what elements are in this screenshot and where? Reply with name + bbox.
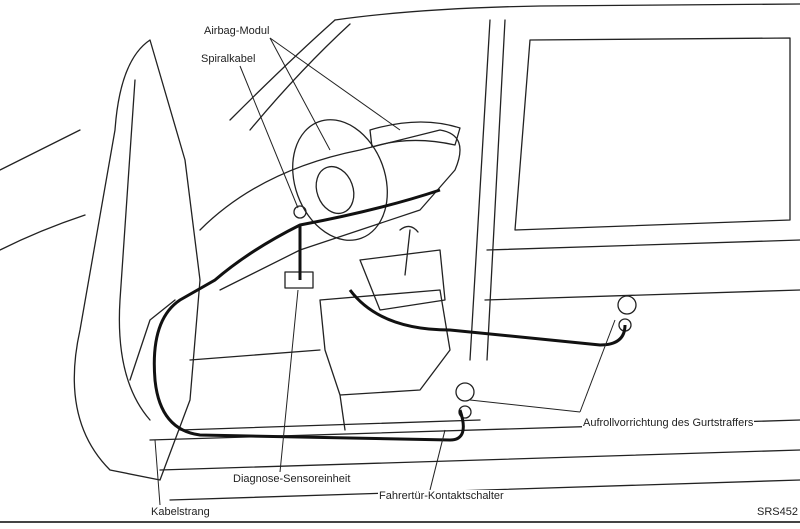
center-console — [359, 249, 446, 311]
leader-sensor — [279, 289, 299, 473]
label-pretensioner-retractor: Aufrollvorrichtung des Gurtstraffers — [582, 417, 755, 429]
door-sill — [149, 419, 800, 501]
airbag-cover — [369, 121, 461, 148]
rear-body — [484, 239, 800, 301]
door-inner — [118, 79, 176, 421]
wiring-harness — [152, 188, 627, 442]
dashboard — [199, 129, 461, 291]
b-pillar — [469, 19, 506, 361]
open-door — [73, 39, 201, 481]
leader-retractor-2 — [469, 399, 581, 413]
rear-window — [514, 37, 791, 231]
retractor-front-anchor — [458, 405, 472, 419]
label-airbag-module: Airbag-Modul — [203, 25, 271, 37]
floor — [179, 349, 481, 431]
a-pillar — [229, 19, 351, 131]
retractor-front — [455, 382, 475, 402]
leader-harness — [154, 439, 161, 506]
label-spiral-cable: Spiralkabel — [200, 53, 257, 65]
label-harness: Kabelstrang — [150, 506, 211, 518]
gear-lever — [399, 225, 419, 276]
leader-door-switch — [429, 429, 446, 491]
leader-airbag-2 — [269, 37, 401, 131]
label-diagnosis-sensor-unit: Diagnose-Sensoreinheit — [232, 473, 352, 485]
roof-line — [334, 3, 800, 21]
spiral-cable-part — [293, 205, 307, 219]
seat — [319, 289, 451, 431]
steering-wheel — [292, 119, 388, 241]
label-door-switch: Fahrertür-Kontaktschalter — [378, 490, 505, 502]
door-edge — [0, 129, 86, 251]
leader-retractor-1 — [579, 319, 616, 413]
retractor-rear — [617, 295, 637, 315]
bottom-rule — [0, 521, 800, 523]
leader-spiral — [239, 65, 299, 209]
leader-airbag-1 — [269, 37, 331, 151]
figure-code: SRS452 — [756, 506, 799, 518]
steering-hub — [315, 165, 355, 215]
